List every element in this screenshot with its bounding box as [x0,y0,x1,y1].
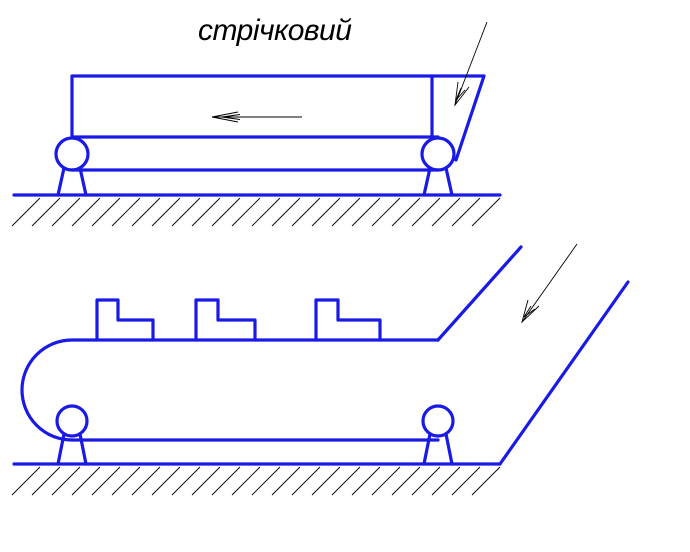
bottom-ground-hatch-line [131,466,161,496]
bottom-ground-hatch-line [371,466,401,496]
top-ground-hatch-line [451,197,481,227]
diagram-title: стрічковий [198,14,352,47]
bottom-ground-hatch-line [311,466,341,496]
top-ground-hatch-line [411,197,441,227]
top-ground-hatch-line [251,197,281,227]
bottom-belt-incline-outer [498,280,630,466]
top-ground-hatch-line [131,197,161,227]
top-right-roller [420,136,456,172]
bottom-ground-hatch-line [51,466,81,496]
bottom-ground-hatch-line [231,466,261,496]
top-ground-hatch-line [71,197,101,227]
bottom-ground-hatch-line [191,466,221,496]
bottom-ground-hatch-line [351,466,381,496]
bottom-left-support-right [78,432,88,466]
bottom-ground-hatch-line [471,466,501,496]
top-ground-hatching [11,197,501,227]
top-ground-hatch-line [431,197,461,227]
bottom-ground-hatch-line [271,466,301,496]
bottom-feed-arrow [521,243,578,324]
top-ground-hatch-line [391,197,421,227]
top-ground-hatch-line [351,197,381,227]
top-ground-hatch-line [311,197,341,227]
top-ground-hatch-line [331,197,361,227]
top-ground-hatch-line [211,197,241,227]
bottom-ground-hatch-line [291,466,321,496]
bottom-right-support [422,432,432,466]
bottom-ground-hatch-line [251,466,281,496]
top-right-support-right [444,166,454,197]
bottom-conveyor [11,243,630,496]
top-left-roller [54,136,90,172]
top-ground-hatch-line [51,197,81,227]
top-ground-hatch-line [111,197,141,227]
top-ground-hatch-line [271,197,301,227]
bottom-left-roller [55,404,89,438]
top-ground-hatch-line [171,197,201,227]
top-ground-hatch-line [291,197,321,227]
bottom-ground-hatch-line [411,466,441,496]
top-frame-body [70,74,486,162]
top-ground-hatch-line [11,197,41,227]
bottom-ground-hatching [11,466,501,496]
bottom-ground-hatch-line [431,466,461,496]
bottom-ground-hatch-line [71,466,101,496]
belt-item-2 [194,298,257,342]
top-right-support [422,166,432,197]
belt-item-1 [95,298,155,342]
bottom-ground-hatch-line [171,466,201,496]
bottom-ground-hatch-line [91,466,121,496]
bottom-ground-hatch-line [151,466,181,496]
top-ground-hatch-line [31,197,61,227]
bottom-ground-hatch-line [111,466,141,496]
top-ground-hatch-line [471,197,501,227]
bottom-ground-hatch-line [331,466,361,496]
top-left-support [56,166,66,197]
top-feed-arrow [454,21,488,107]
top-direction-arrow [211,111,302,123]
top-conveyor [11,21,502,227]
top-ground-hatch-line [231,197,261,227]
bottom-ground-hatch-line [31,466,61,496]
bottom-ground-hatch-line [11,466,41,496]
top-left-support-right [78,166,88,197]
belt-item-3 [314,298,382,342]
bottom-ground-hatch-line [391,466,421,496]
top-ground-hatch-line [371,197,401,227]
top-ground-hatch-line [91,197,121,227]
bottom-ground-hatch-line [451,466,481,496]
bottom-right-support-right [444,432,454,466]
bottom-right-roller [421,404,455,438]
top-ground-hatch-line [151,197,181,227]
bottom-belt-upper-run [20,338,440,442]
top-ground-hatch-line [191,197,221,227]
bottom-left-support [56,432,66,466]
bottom-ground-hatch-line [211,466,241,496]
bottom-belt-incline-inner [436,245,523,342]
